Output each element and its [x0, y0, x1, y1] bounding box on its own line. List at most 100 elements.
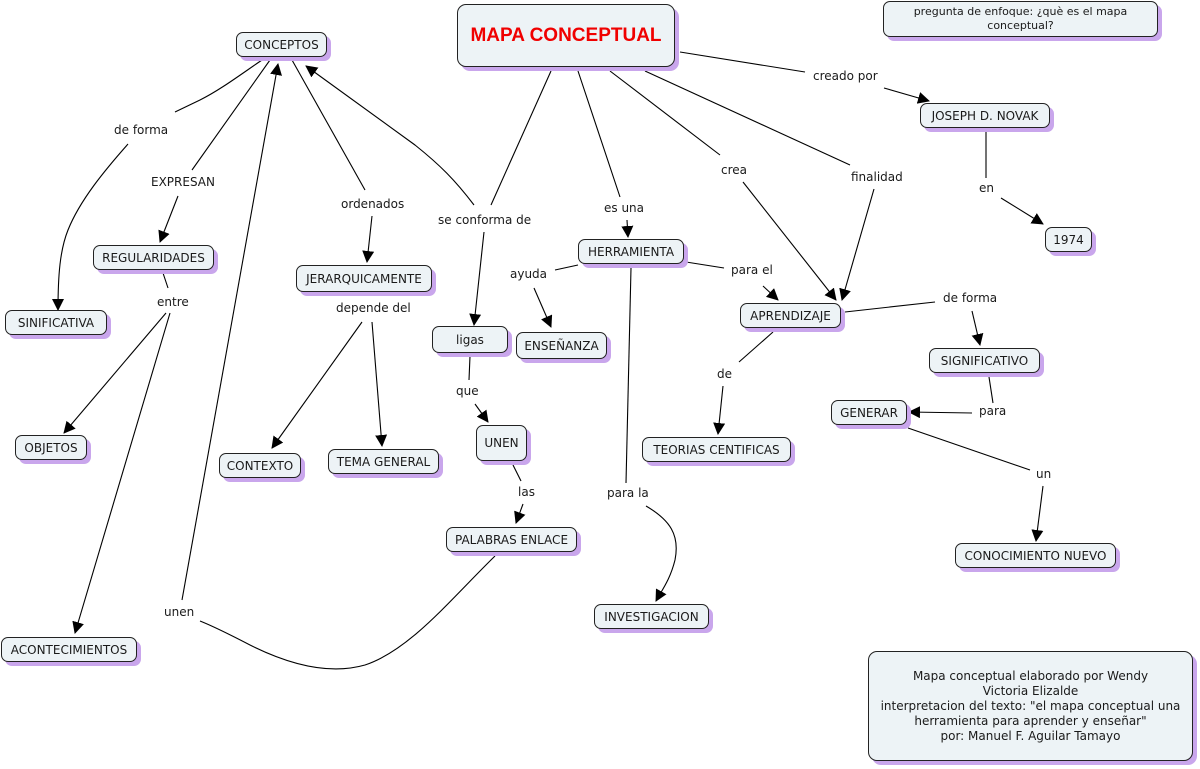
concept-joseph-novak[interactable]: JOSEPH D. NOVAK: [920, 103, 1050, 128]
concept-label: GENERAR: [840, 405, 898, 420]
credits-line-2: Victoria Elizalde: [982, 683, 1079, 698]
link-crea[interactable]: crea: [720, 163, 749, 177]
concept-teorias-cientificas[interactable]: TEORIAS CENTIFICAS: [642, 437, 791, 462]
edge-para-la-investigacion: [645, 505, 677, 602]
concept-aprendizaje[interactable]: APRENDIZAJE: [740, 303, 841, 328]
focus-question: pregunta de enfoque: ¿què es el mapa con…: [913, 5, 1128, 32]
link-entre[interactable]: entre: [156, 295, 190, 309]
concept-label: SIGNIFICATIVO: [940, 353, 1029, 368]
concept-label: ACONTECIMIENTOS: [10, 642, 128, 657]
link-en[interactable]: en: [978, 181, 995, 195]
edge-conceptos-ordenados: [291, 59, 366, 191]
edge-generar-un: [907, 427, 1031, 471]
edge-expresan-regularidades: [158, 195, 179, 243]
link-depende-del[interactable]: depende del: [335, 301, 412, 315]
link-ayuda[interactable]: ayuda: [509, 267, 549, 281]
concept-label: ENSEÑANZA: [524, 338, 599, 353]
concept-generar[interactable]: GENERAR: [831, 400, 907, 425]
concept-label: JERARQUICAMENTE: [306, 271, 422, 286]
link-unen[interactable]: unen: [163, 605, 196, 619]
link-para[interactable]: para: [978, 404, 1008, 418]
concept-label: TEORIAS CENTIFICAS: [653, 442, 780, 457]
concept-label: 1974: [1053, 232, 1084, 247]
edge-ordenados-jerarquicamente: [362, 215, 375, 263]
edge-se-conforma-ligas: [469, 231, 485, 326]
concept-label: CONTEXTO: [226, 458, 294, 473]
concept-label: JOSEPH D. NOVAK: [931, 108, 1039, 123]
edge-que-unen: [474, 403, 489, 423]
edge-depende-contexto: [271, 321, 363, 449]
link-de-forma-1[interactable]: de forma: [113, 123, 170, 137]
edge-finalidad-aprendizaje: [839, 188, 875, 301]
credits-line-3: interpretacion del texto: "el mapa conce…: [880, 698, 1181, 713]
edge-aprendizaje-de-forma: [844, 301, 936, 313]
concept-objetos[interactable]: OBJETOS: [15, 435, 87, 460]
concept-regularidades[interactable]: REGULARIDADES: [93, 245, 214, 270]
link-creado-por[interactable]: creado por: [812, 69, 879, 83]
edge-mapa-se-conforma: [490, 70, 552, 206]
edge-de-teorias: [713, 385, 726, 435]
concept-conocimiento-nuevo[interactable]: CONOCIMIENTO NUEVO: [955, 543, 1116, 568]
edge-las-palabras: [514, 503, 526, 524]
edge-aprendizaje-de: [738, 331, 774, 363]
concept-contexto[interactable]: CONTEXTO: [219, 453, 301, 478]
credits-note[interactable]: Mapa conceptual elaborado por Wendy Vict…: [868, 651, 1193, 761]
edge-de-forma-sinificativa: [52, 143, 129, 311]
link-las[interactable]: las: [517, 485, 536, 499]
link-finalidad[interactable]: finalidad: [850, 170, 904, 184]
link-expresan[interactable]: EXPRESAN: [150, 175, 216, 189]
edge-entre-acontecimientos: [72, 312, 171, 634]
concept-label: OBJETOS: [24, 440, 78, 455]
concept-ligas[interactable]: ligas: [432, 326, 508, 353]
concept-label: TEMA GENERAL: [336, 454, 431, 469]
concept-unen[interactable]: UNEN: [476, 425, 527, 461]
concept-ensenanza[interactable]: ENSEÑANZA: [516, 332, 607, 359]
edge-de-forma-significativo: [971, 310, 984, 346]
concept-1974[interactable]: 1974: [1045, 227, 1092, 252]
map-title-node[interactable]: MAPA CONCEPTUAL: [457, 4, 675, 67]
edge-ayuda-ensenanza: [533, 287, 553, 328]
link-de-forma-2[interactable]: de forma: [942, 291, 999, 305]
edge-mapa-crea: [609, 70, 721, 156]
edge-herramienta-para-la: [625, 267, 632, 484]
concept-significativo[interactable]: SIGNIFICATIVO: [929, 348, 1040, 373]
link-es-una[interactable]: es una: [603, 201, 646, 215]
link-se-conforma-de[interactable]: se conforma de: [437, 213, 533, 227]
map-title: MAPA CONCEPTUAL: [470, 24, 662, 46]
edge-creado-por-novak: [883, 87, 930, 104]
edge-conceptos-de-forma: [174, 59, 263, 113]
concept-sinificativa[interactable]: SINIFICATIVA: [5, 310, 107, 335]
concept-jerarquicamente[interactable]: JERARQUICAMENTE: [296, 265, 432, 292]
concept-label: INVESTIGACION: [604, 609, 699, 624]
edge-en-1974: [1000, 197, 1044, 225]
edge-mapa-creado-por: [679, 51, 806, 73]
edge-mapa-es-una: [577, 70, 621, 198]
edge-mapa-finalidad: [644, 70, 851, 166]
link-que[interactable]: que: [455, 384, 480, 398]
link-un[interactable]: un: [1035, 467, 1053, 481]
credits-line-4: herramienta para aprender y enseñar": [914, 713, 1147, 728]
link-ordenados[interactable]: ordenados: [340, 197, 406, 211]
edge-depende-tema: [371, 321, 388, 447]
edge-entre-objetos: [63, 312, 167, 434]
link-para-la[interactable]: para la: [606, 486, 650, 500]
concept-tema-general[interactable]: TEMA GENERAL: [328, 449, 439, 474]
concept-label: PALABRAS ENLACE: [454, 532, 569, 547]
link-para-el[interactable]: para el: [730, 263, 774, 277]
concept-label: ligas: [456, 332, 484, 347]
link-de[interactable]: de: [716, 367, 733, 381]
edge-significativo-para: [988, 376, 994, 404]
focus-question-node[interactable]: pregunta de enfoque: ¿què es el mapa con…: [883, 1, 1158, 37]
concept-palabras-enlace[interactable]: PALABRAS ENLACE: [446, 527, 577, 552]
concept-acontecimientos[interactable]: ACONTECIMIENTOS: [1, 637, 137, 662]
concept-conceptos[interactable]: CONCEPTOS: [236, 32, 327, 57]
edge-para-el-aprendizaje: [762, 285, 779, 301]
edge-se-conforma-conceptos: [305, 65, 475, 206]
edge-un-conocimiento: [1031, 485, 1044, 542]
edge-regularidades-entre: [162, 272, 169, 289]
credits-line-1: Mapa conceptual elaborado por Wendy: [912, 668, 1149, 683]
concept-investigacion[interactable]: INVESTIGACION: [594, 604, 709, 629]
concept-herramienta[interactable]: HERRAMIENTA: [578, 239, 684, 264]
